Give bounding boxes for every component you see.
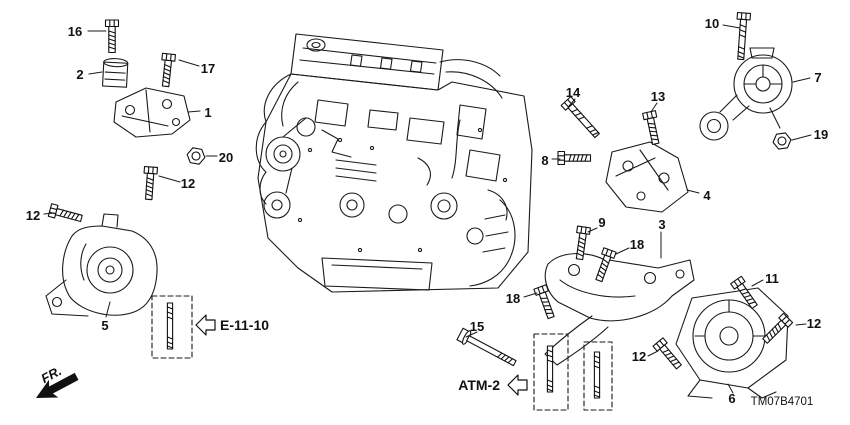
callout-14: 14: [566, 85, 581, 100]
callout-11: 11: [765, 271, 779, 286]
callout-16: 16: [68, 24, 82, 39]
callout-12: 12: [181, 176, 195, 191]
callout-18: 18: [630, 237, 644, 252]
lower-bracket-part-3: [544, 253, 695, 366]
ref-arrow-icon: [195, 314, 216, 336]
side-engine-mount-part-5: [45, 213, 158, 317]
nut-icon: [185, 146, 207, 166]
bolt-icon: [557, 150, 592, 166]
callout-17: 17: [201, 61, 215, 76]
upper-mount-bracket-part-1: [113, 87, 191, 138]
callout-13: 13: [651, 89, 665, 104]
front-direction-marker: FR.: [36, 363, 79, 398]
callout-20: 20: [219, 150, 233, 165]
bolt-icon: [47, 203, 84, 226]
stud-bolt-icon: [166, 302, 174, 350]
torque-rod-mount-part-7: [699, 47, 793, 141]
diagram-code: TM07B4701: [751, 396, 814, 408]
bolt-icon: [730, 275, 761, 311]
bolt-icon: [733, 11, 752, 61]
callout-12: 12: [807, 316, 821, 331]
transmission-mount-part-6: [675, 287, 789, 399]
bolt-icon: [104, 19, 120, 54]
callout-5: 5: [101, 318, 108, 333]
callout-2: 2: [76, 67, 83, 82]
callout-6: 6: [728, 391, 735, 406]
mount-bracket-part-4: [605, 141, 689, 213]
bolt-icon: [533, 284, 558, 321]
mount-spacer-part-2: [101, 58, 129, 88]
stud-bolt-icon: [546, 345, 554, 393]
callout-12: 12: [632, 349, 646, 364]
nut-icon: [771, 131, 793, 151]
callout-7: 7: [814, 70, 821, 85]
bolt-icon: [560, 96, 603, 141]
callout-12: 12: [26, 208, 40, 223]
bolt-icon: [455, 326, 519, 371]
stud-bolt-icon: [593, 351, 601, 399]
dashed-region-e11-10: [151, 295, 193, 359]
ref-label-atm-2: ATM-2: [458, 377, 500, 393]
callout-4: 4: [703, 188, 711, 203]
callout-3: 3: [658, 217, 665, 232]
ref-arrow-icon: [507, 374, 528, 396]
bolt-icon: [652, 337, 685, 372]
engine-assembly: [255, 33, 533, 293]
leader-lines: [43, 24, 812, 394]
callout-18: 18: [506, 291, 520, 306]
callout-19: 19: [814, 127, 828, 142]
callout-1: 1: [204, 105, 211, 120]
bolt-icon: [141, 165, 159, 201]
callout-9: 9: [598, 215, 605, 230]
callout-15: 15: [470, 319, 484, 334]
callout-10: 10: [705, 16, 719, 31]
bolt-icon: [572, 225, 591, 261]
ref-label-e11-10: E-11-10: [220, 317, 269, 333]
bolt-icon: [158, 52, 177, 88]
fr-arrow-icon: [36, 372, 79, 398]
dashed-region-atm-left: [533, 333, 569, 411]
bolt-icon: [642, 110, 663, 146]
callout-8: 8: [541, 153, 548, 168]
bolt-icon: [592, 247, 617, 284]
